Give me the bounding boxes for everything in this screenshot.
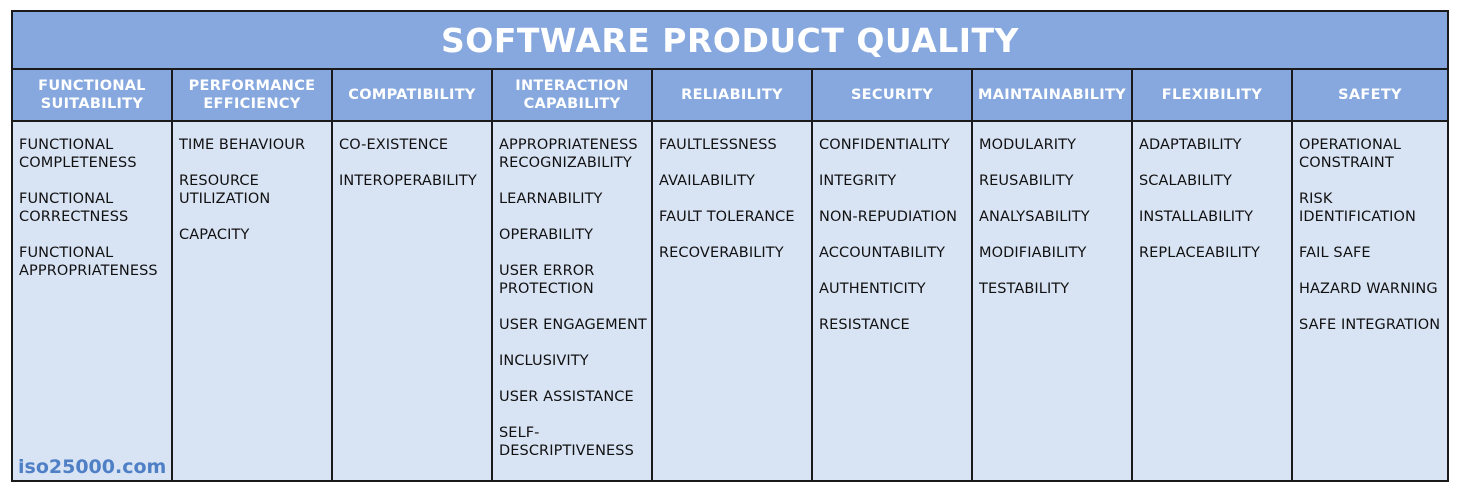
- title-divider: [13, 68, 1447, 70]
- subcharacteristic-item: FAULT TOLERANCE: [659, 209, 795, 225]
- subcharacteristic-item: NON-REPUDIATION: [819, 209, 958, 225]
- subcharacteristic-item: APPROPRIATENESS RECOGNIZABILITY: [499, 137, 638, 171]
- subcharacteristic-list: ADAPTABILITY SCALABILITY INSTALLABILITY REP…: [1133, 122, 1291, 262]
- characteristic-column: COMPATIBILITY CO-EXISTENCE INTEROPERABILIT…: [333, 70, 493, 480]
- characteristic-column: SAFETY OPERATIONAL CONSTRAINT RISK IDENTIF…: [1293, 70, 1447, 480]
- subcharacteristic-item: RISK IDENTIFICATION: [1299, 191, 1416, 225]
- subcharacteristic-item: USER ASSISTANCE: [499, 389, 634, 405]
- subcharacteristic-item: INTEROPERABILITY: [339, 173, 477, 189]
- subcharacteristic-item: INCLUSIVITY: [499, 353, 589, 369]
- subcharacteristic-item: AUTHENTICITY: [819, 281, 926, 297]
- source-watermark: iso25000.com: [18, 456, 167, 478]
- subcharacteristic-item: AVAILABILITY: [659, 173, 756, 189]
- subcharacteristic-list: CO-EXISTENCE INTEROPERABILITY: [333, 122, 491, 190]
- subcharacteristic-list: TIME BEHAVIOUR RESOURCE UTILIZATION CAPACI…: [173, 122, 331, 244]
- characteristic-column: MAINTAINABILITY MODULARITY REUSABILITY ANAL…: [973, 70, 1133, 480]
- subcharacteristic-item: MODIFIABILITY: [979, 245, 1087, 261]
- subcharacteristic-item: INTEGRITY: [819, 173, 897, 189]
- subcharacteristic-item: LEARNABILITY: [499, 191, 603, 207]
- characteristic-column: FLEXIBILITY ADAPTABILITY SCALABILITY INSTAL…: [1133, 70, 1293, 480]
- subcharacteristic-item: CAPACITY: [179, 227, 250, 243]
- subcharacteristic-list: FUNCTIONAL COMPLETENESS FUNCTIONAL CORREC…: [13, 122, 171, 280]
- characteristic-header: RELIABILITY: [653, 70, 811, 122]
- characteristic-header: COMPATIBILITY: [333, 70, 491, 122]
- subcharacteristic-list: FAULTLESSNESS AVAILABILITY FAULT TOLERANCE…: [653, 122, 811, 262]
- characteristic-column: SECURITY CONFIDENTIALITY INTEGRITY NON-REPU…: [813, 70, 973, 480]
- subcharacteristic-item: REUSABILITY: [979, 173, 1074, 189]
- subcharacteristic-item: HAZARD WARNING: [1299, 281, 1438, 297]
- subcharacteristic-item: REPLACEABILITY: [1139, 245, 1260, 261]
- subcharacteristic-item: OPERATIONAL CONSTRAINT: [1299, 137, 1402, 171]
- subcharacteristic-item: ACCOUNTABILITY: [819, 245, 946, 261]
- subcharacteristic-item: FUNCTIONAL APPROPRIATENESS: [19, 245, 158, 279]
- subcharacteristic-item: USER ERROR PROTECTION: [499, 263, 595, 297]
- subcharacteristic-item: TESTABILITY: [979, 281, 1070, 297]
- characteristic-header: FUNCTIONAL SUITABILITY: [13, 70, 171, 122]
- characteristic-column: PERFORMANCE EFFICIENCY TIME BEHAVIOUR RESO…: [173, 70, 333, 480]
- subcharacteristic-item: FAULTLESSNESS: [659, 137, 777, 153]
- subcharacteristic-item: MODULARITY: [979, 137, 1077, 153]
- characteristic-header: INTERACTION CAPABILITY: [493, 70, 651, 122]
- subcharacteristic-item: SELF- DESCRIPTIVENESS: [499, 425, 634, 459]
- characteristic-header: MAINTAINABILITY: [973, 70, 1131, 122]
- subcharacteristic-item: CONFIDENTIALITY: [819, 137, 950, 153]
- subcharacteristic-item: FAIL SAFE: [1299, 245, 1371, 261]
- characteristic-header: PERFORMANCE EFFICIENCY: [173, 70, 331, 122]
- subcharacteristic-item: ADAPTABILITY: [1139, 137, 1242, 153]
- subcharacteristic-list: APPROPRIATENESS RECOGNIZABILITY LEARNABIL…: [493, 122, 651, 460]
- characteristic-header: SECURITY: [813, 70, 971, 122]
- subcharacteristic-item: RESOURCE UTILIZATION: [179, 173, 271, 207]
- subcharacteristic-item: RESISTANCE: [819, 317, 910, 333]
- subcharacteristic-list: MODULARITY REUSABILITY ANALYSABILITY MODIFI…: [973, 122, 1131, 298]
- subcharacteristic-item: TIME BEHAVIOUR: [179, 137, 306, 153]
- subcharacteristic-item: SAFE INTEGRATION: [1299, 317, 1441, 333]
- characteristic-header: SAFETY: [1293, 70, 1447, 122]
- subcharacteristic-list: CONFIDENTIALITY INTEGRITY NON-REPUDIATION A…: [813, 122, 971, 334]
- subcharacteristic-list: OPERATIONAL CONSTRAINT RISK IDENTIFICATIO…: [1293, 122, 1447, 334]
- subcharacteristic-item: FUNCTIONAL CORRECTNESS: [19, 191, 129, 225]
- subcharacteristic-item: INSTALLABILITY: [1139, 209, 1254, 225]
- subcharacteristic-item: FUNCTIONAL COMPLETENESS: [19, 137, 137, 171]
- subcharacteristic-item: USER ENGAGEMENT: [499, 317, 647, 333]
- subcharacteristic-item: RECOVERABILITY: [659, 245, 784, 261]
- characteristic-header: FLEXIBILITY: [1133, 70, 1291, 122]
- subcharacteristic-item: SCALABILITY: [1139, 173, 1232, 189]
- subcharacteristic-item: ANALYSABILITY: [979, 209, 1090, 225]
- subcharacteristic-item: OPERABILITY: [499, 227, 594, 243]
- table-title: SOFTWARE PRODUCT QUALITY: [13, 12, 1447, 68]
- subcharacteristic-item: CO-EXISTENCE: [339, 137, 449, 153]
- quality-model-table: SOFTWARE PRODUCT QUALITY FUNCTIONAL SUIT…: [11, 10, 1449, 482]
